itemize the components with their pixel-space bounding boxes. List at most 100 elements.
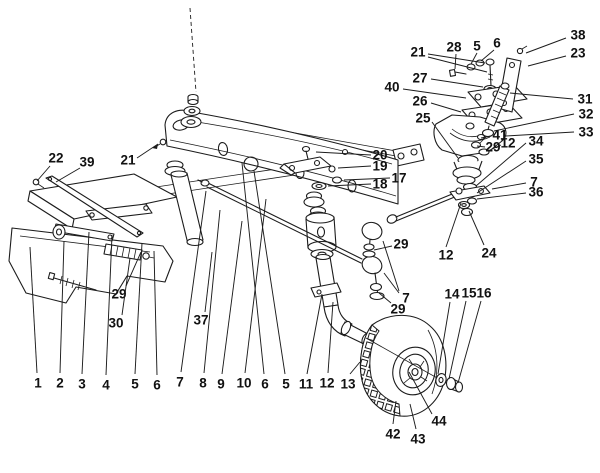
bolt-spring-2 <box>47 272 97 291</box>
part-label-7: 7 <box>402 291 410 306</box>
leader-line-22 <box>36 165 51 182</box>
part-label-29: 29 <box>390 302 405 317</box>
kingpin-centerline <box>189 7 197 93</box>
leader-line-6 <box>153 250 158 376</box>
part-label-31: 31 <box>577 92 593 107</box>
part-label-44: 44 <box>431 414 447 429</box>
skid-plate-assembly <box>8 173 178 304</box>
bolt-21-left <box>152 138 167 149</box>
leader-line-29 <box>378 292 392 304</box>
leader-line-7 <box>491 182 527 190</box>
part-label-1: 1 <box>34 376 42 391</box>
leader-line-8 <box>203 209 221 374</box>
part-label-43: 43 <box>410 432 426 447</box>
part-label-6: 6 <box>493 36 501 51</box>
steering-sector-assembly <box>433 45 528 217</box>
part-label-29: 29 <box>111 287 126 302</box>
leader-line-18 <box>327 183 372 187</box>
leader-line-14 <box>437 301 451 375</box>
part-label-34: 34 <box>528 134 544 149</box>
axle-washer <box>435 373 447 387</box>
part-label-30: 30 <box>108 316 123 331</box>
part-label-7: 7 <box>176 375 184 390</box>
part-label-3: 3 <box>78 377 86 392</box>
leader-line-27 <box>430 78 484 88</box>
part-label-9: 9 <box>217 377 225 392</box>
leader-line-24 <box>468 210 485 246</box>
left-spindle-tube <box>170 172 204 245</box>
leader-line-16 <box>457 300 482 384</box>
leader-line-15 <box>448 300 467 380</box>
leader-line-26 <box>430 102 462 113</box>
part-label-6: 6 <box>261 377 269 392</box>
leader-line-28 <box>454 53 457 70</box>
jam-nut-12 <box>386 214 398 224</box>
leader-line-29 <box>476 145 486 148</box>
part-label-37: 37 <box>193 313 208 328</box>
leader-line-7 <box>180 190 207 373</box>
nut-36 <box>466 197 478 205</box>
part-label-40: 40 <box>384 80 399 95</box>
part-label-12: 12 <box>500 136 515 151</box>
kingpin-washer-1 <box>183 105 201 117</box>
leader-line-12 <box>487 144 502 152</box>
part-label-32: 32 <box>578 107 593 122</box>
leader-line-19 <box>337 165 372 169</box>
right-spindle-assembly <box>279 145 371 346</box>
washer-12-sector <box>478 148 490 156</box>
leader-line-21 <box>136 143 159 159</box>
ball-joint-lower <box>361 255 383 275</box>
nut-29-upper <box>363 243 375 251</box>
drag-link <box>395 189 463 218</box>
leader-line-40 <box>402 88 467 99</box>
small-brace <box>85 203 153 221</box>
part-label-5: 5 <box>131 377 139 392</box>
part-label-13: 13 <box>340 377 356 392</box>
leader-line-41 <box>480 135 492 139</box>
long-brace-bar <box>45 175 144 238</box>
part-label-25: 25 <box>415 111 431 126</box>
grommet <box>52 224 66 240</box>
part-label-26: 26 <box>412 94 428 109</box>
spring-30 <box>103 243 155 261</box>
nut-29-sector <box>470 141 482 149</box>
leader-line-23 <box>527 55 567 67</box>
leader-line-7 <box>383 272 400 294</box>
leader-line-29 <box>125 251 142 287</box>
part-label-38: 38 <box>570 28 586 43</box>
tire-tread <box>359 324 401 417</box>
leader-line-4 <box>105 234 113 376</box>
part-label-39: 39 <box>79 155 94 170</box>
part-label-21: 21 <box>410 45 426 60</box>
leader-line-12 <box>327 301 334 374</box>
bolt-28 <box>448 68 467 77</box>
part-label-2: 2 <box>56 376 64 391</box>
part-label-29: 29 <box>393 237 408 252</box>
part-label-16: 16 <box>476 286 492 301</box>
left-kingpin-stack <box>164 93 204 247</box>
part-label-8: 8 <box>199 376 207 391</box>
sector-plate-33 <box>433 114 507 157</box>
tie-rod-end-nut <box>200 179 210 187</box>
leader-line-6 <box>241 162 265 375</box>
right-spindle-shaft <box>315 256 339 308</box>
part-label-33: 33 <box>578 125 594 140</box>
part-label-18: 18 <box>372 177 388 192</box>
ball-joint-upper <box>361 221 383 241</box>
part-label-27: 27 <box>412 71 427 86</box>
leader-line-32 <box>493 113 575 132</box>
part-label-24: 24 <box>481 246 497 261</box>
part-label-5: 5 <box>473 39 481 54</box>
part-label-15: 15 <box>461 286 477 301</box>
leader-line-33 <box>505 131 575 137</box>
nut-29-left <box>142 252 150 260</box>
bushing-25 <box>452 154 483 185</box>
washer-17 <box>331 176 343 184</box>
hub <box>407 363 423 381</box>
leader-line-36 <box>476 192 527 200</box>
wheel-assembly <box>359 314 464 417</box>
bolt-20 <box>301 145 311 160</box>
